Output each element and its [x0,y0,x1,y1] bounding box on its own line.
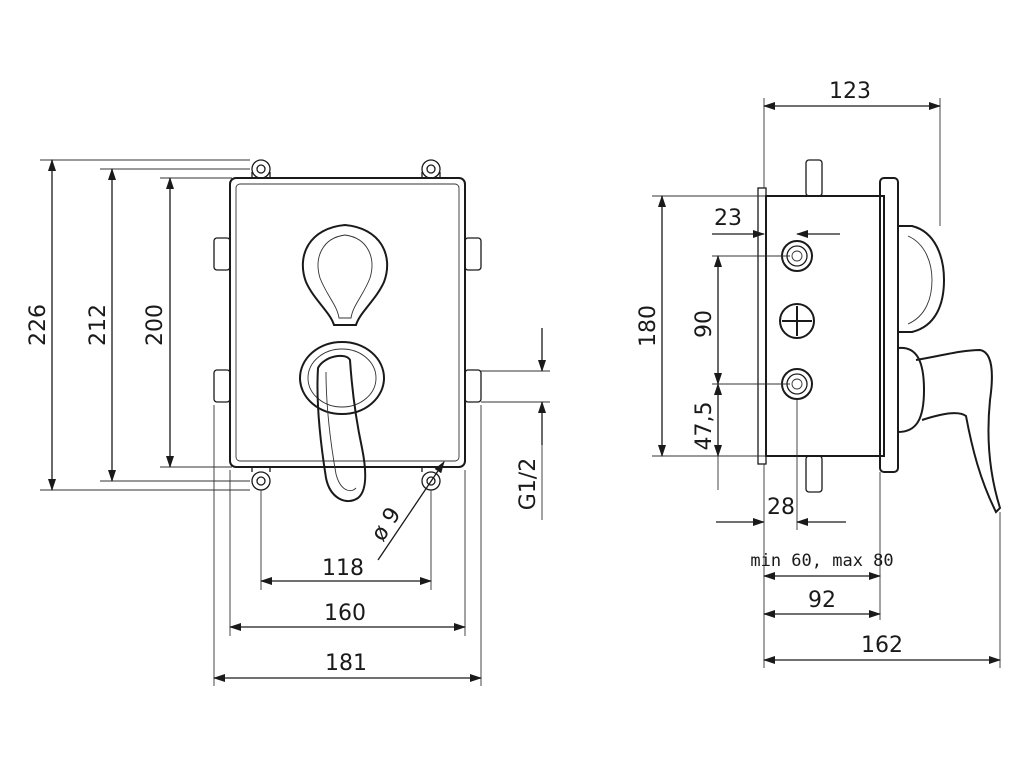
body-stubs [805,159,823,493]
front-view: 226 212 200 118 160 181 ø 9 G [26,159,550,686]
dim-install-depth: min 60, max 80 [750,551,893,571]
side-stubs [213,237,482,403]
dim-226: 226 [26,304,51,346]
dim-28: 28 [767,495,795,520]
dim-hole-diameter: ø 9 [367,503,407,546]
thread-dim [481,328,550,520]
valve-body [765,195,885,457]
hole-leader [377,461,445,561]
wall-flange [757,187,767,465]
side-cover-plate [879,177,899,473]
dim-181: 181 [325,651,367,676]
side-view: 123 23 180 90 47,5 28 min 60, max 80 92 [636,79,1002,668]
dim-162: 162 [861,633,903,658]
dim-160: 160 [324,601,366,626]
dim-23: 23 [714,206,742,231]
dim-180: 180 [636,305,661,347]
cover-plate [229,177,466,468]
front-height-dims [40,159,250,491]
side-diverter-knob [897,225,946,333]
dim-212: 212 [86,304,111,346]
dim-90: 90 [692,310,717,338]
mixer-lever [299,341,385,503]
dim-200: 200 [143,304,168,346]
dim-thread: G1/2 [516,458,541,510]
side-lever [897,346,1002,514]
diverter-knob [301,223,389,326]
front-width-dims [213,405,482,686]
dim-47-5: 47,5 [692,402,717,451]
inlet-ports [779,240,815,400]
dim-123: 123 [829,79,871,104]
dim-92: 92 [808,588,836,613]
dim-118: 118 [322,556,364,581]
